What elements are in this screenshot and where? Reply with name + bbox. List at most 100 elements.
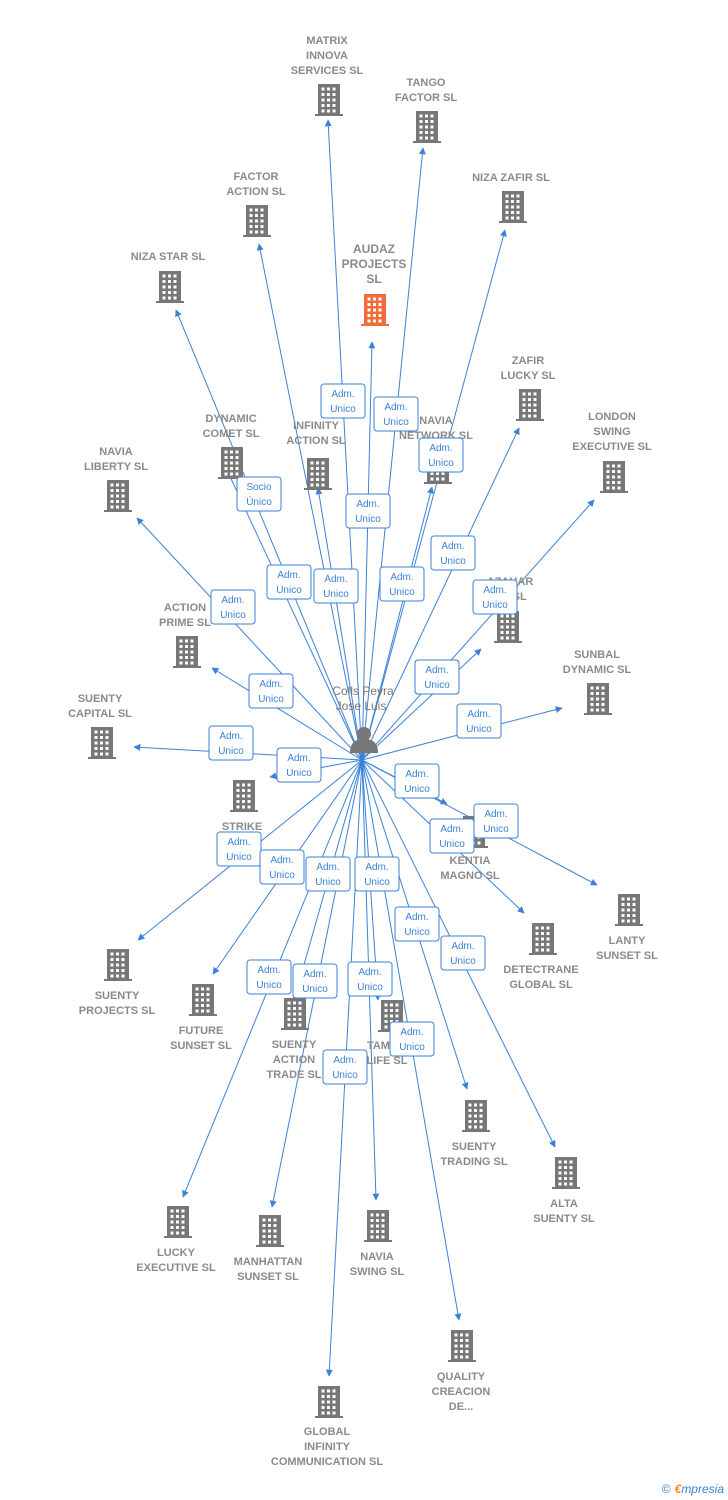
role-badge-kentia[interactable]: Adm.Unico: [394, 763, 440, 799]
company-label-line: DYNAMIC: [205, 413, 256, 425]
role-badge-text: Unico: [389, 587, 415, 598]
role-badge-suenty-capital[interactable]: Adm.Unico: [208, 725, 254, 761]
role-badge-text: Unico: [482, 600, 508, 611]
role-badge-suenty-projects[interactable]: Adm.Unico: [216, 831, 262, 867]
person-node[interactable]: Colls Peyra Jose Luis: [332, 684, 394, 753]
role-badge-text: Adm.: [400, 1027, 423, 1038]
role-badge-zafir-lucky[interactable]: Adm.Unico: [430, 535, 476, 571]
role-badge-global-infinity[interactable]: Adm.Unico: [322, 1049, 368, 1085]
role-badge-infinity-action[interactable]: Adm.Unico: [313, 568, 359, 604]
role-badge-suenty-action[interactable]: Adm.Unico: [246, 959, 292, 995]
company-label-line: SWING SL: [350, 1266, 405, 1278]
company-label-line: MATRIX: [306, 35, 348, 47]
building-icon: [448, 1330, 476, 1362]
edge-navia-network: [361, 486, 434, 761]
role-badge-alta-suenty[interactable]: Adm.Unico: [440, 935, 486, 971]
building-icon: [499, 191, 527, 223]
role-badge-navia-swing[interactable]: Adm.Unico: [347, 961, 393, 997]
role-badge-tamara[interactable]: Adm.Unico: [354, 856, 400, 892]
role-badge-text: Unico: [302, 984, 328, 995]
company-label-line: ACTION: [164, 602, 206, 614]
company-label-line: PROJECTS: [342, 257, 407, 271]
role-badge-text: Adm.: [467, 709, 490, 720]
role-badge-lucky-executive[interactable]: Adm.Unico: [305, 856, 351, 892]
role-badge-factor-action[interactable]: Adm.Unico: [345, 493, 391, 529]
role-badge-future-sunset[interactable]: Adm.Unico: [259, 849, 305, 885]
role-badge-text: Adm.: [440, 824, 463, 835]
brand-name: mpresia: [681, 1482, 724, 1496]
role-badge-text: Unico: [404, 927, 430, 938]
role-badge-action-prime[interactable]: Adm.Unico: [248, 673, 294, 709]
edge-audaz: [361, 341, 376, 761]
company-label-line: SL: [366, 272, 381, 286]
edge-action-prime: [211, 667, 363, 761]
edge-dynamic-comet: [226, 469, 363, 761]
role-badge-strike[interactable]: Adm.Unico: [276, 747, 322, 783]
role-badge-london-swing[interactable]: Adm.Unico: [472, 579, 518, 615]
company-label-line: NAVIA: [419, 415, 452, 427]
role-badge-detectrane[interactable]: Adm.Unico: [429, 818, 475, 854]
role-badge-tango[interactable]: Adm.Unico: [373, 396, 419, 432]
role-badge-lanty[interactable]: Adm.Unico: [473, 803, 519, 839]
role-badge-azahar[interactable]: Adm.Unico: [414, 659, 460, 695]
role-badge-niza-zafir[interactable]: Adm.Unico: [418, 437, 464, 473]
role-badge-quality[interactable]: Adm.Unico: [389, 1021, 435, 1057]
role-badge-text: Adm.: [221, 595, 244, 606]
company-node-strike[interactable]: STRIKEA... SL: [222, 780, 262, 848]
role-badge-dynamic-comet[interactable]: Adm.Unico: [266, 564, 312, 600]
role-badge-text: Unico: [355, 514, 381, 525]
company-node-quality[interactable]: QUALITYCREACIONDE...: [432, 1330, 491, 1413]
role-badge-manhattan[interactable]: Adm.Unico: [292, 963, 338, 999]
role-badge-text: Unico: [315, 877, 341, 888]
role-badge-text: Adm.: [324, 574, 347, 585]
company-label-line: EXECUTIVE SL: [136, 1262, 216, 1274]
role-badge-text: Unico: [424, 680, 450, 691]
company-label-line: DETECTRANE: [503, 964, 578, 976]
company-label-line: SUENTY: [95, 990, 140, 1002]
company-node-niza-star[interactable]: NIZA STAR SL: [131, 251, 206, 303]
company-node-niza-zafir[interactable]: NIZA ZAFIR SL: [472, 172, 550, 223]
building-icon: [164, 1206, 192, 1238]
company-label-line: NIZA ZAFIR SL: [472, 172, 550, 184]
role-badge-matrix[interactable]: Adm.Unico: [320, 383, 366, 419]
company-label-line: NIZA STAR SL: [131, 251, 206, 263]
building-icon: [104, 480, 132, 512]
edge-tango: [361, 147, 426, 761]
role-badge-sunbal[interactable]: Adm.Unico: [456, 703, 502, 739]
role-badge-text: Adm.: [484, 809, 507, 820]
role-badge-navia-liberty[interactable]: Adm.Unico: [210, 589, 256, 625]
role-badge-suenty-trading[interactable]: Adm.Unico: [394, 906, 440, 942]
building-icon: [552, 1157, 580, 1189]
company-label-line: DYNAMIC SL: [563, 664, 632, 676]
role-badge-text: Adm.: [429, 443, 452, 454]
company-label-line: LIBERTY SL: [84, 461, 148, 473]
edge-factor-action: [256, 243, 363, 761]
role-badge-text: Adm.: [405, 769, 428, 780]
role-badge-audaz[interactable]: Adm.Unico: [379, 566, 425, 602]
